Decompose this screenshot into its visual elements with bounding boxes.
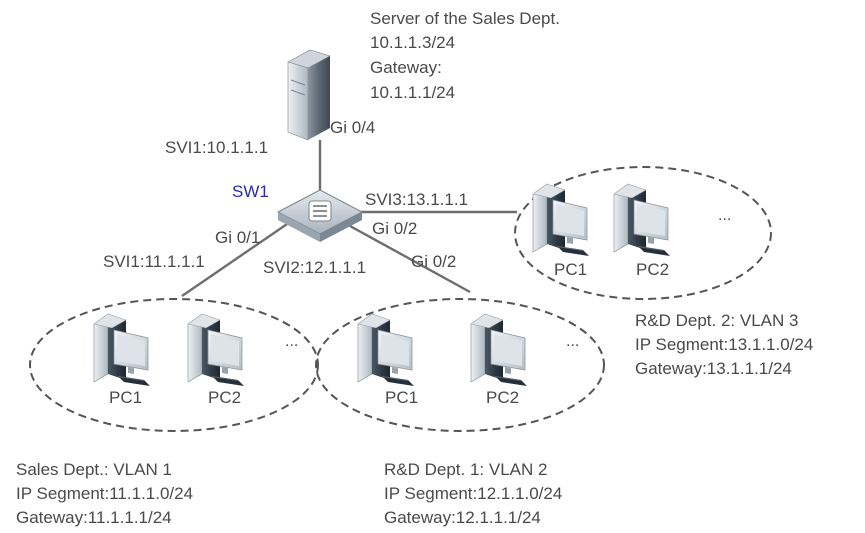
rd2-pc2-icon	[613, 183, 671, 257]
group-outlines	[29, 166, 772, 432]
server-port-label: Gi 0/4	[330, 118, 375, 137]
sales-caption-vlan: Sales Dept.: VLAN 1	[16, 460, 172, 479]
switch-name-label: SW1	[232, 182, 269, 201]
rd1-pc1-label: PC1	[385, 388, 418, 407]
sales-pc1-label: PC1	[109, 388, 142, 407]
rd1-caption-gateway: Gateway:12.1.1.1/24	[384, 508, 541, 527]
rd1-pc1-icon	[357, 313, 415, 387]
sales-pc2-icon	[187, 313, 245, 387]
server-title: Server of the Sales Dept.	[370, 9, 560, 28]
rd1-group-outline	[315, 298, 605, 432]
sales-port-label: Gi 0/1	[215, 228, 260, 247]
sales-group-outline	[29, 298, 319, 432]
rd1-more-label: ...	[566, 333, 579, 350]
rd1-pc2-label: PC2	[486, 388, 519, 407]
link-sw1-to-rd1	[349, 224, 471, 294]
sales-caption-segment: IP Segment:11.1.1.0/24	[16, 484, 193, 503]
server-ip: 10.1.1.3/24	[370, 33, 455, 52]
rd2-pc1-icon	[532, 183, 590, 257]
sales-more-label: ...	[285, 333, 298, 350]
rd2-svi-label: SVI3:13.1.1.1	[365, 190, 468, 209]
rd2-group-outline	[514, 166, 772, 300]
switch-sw1-icon	[276, 189, 364, 242]
connection-lines	[181, 140, 517, 297]
rd2-caption-segment: IP Segment:13.1.1.0/24	[635, 335, 813, 354]
server-gateway: 10.1.1.1/24	[370, 83, 455, 102]
rd2-more-label: ...	[718, 207, 731, 224]
sales-pc2-label: PC2	[208, 388, 241, 407]
rd2-pc1-label: PC1	[554, 260, 587, 279]
rd2-caption-vlan: R&D Dept. 2: VLAN 3	[635, 311, 798, 330]
rd2-port-label: Gi 0/2	[372, 219, 417, 238]
rd1-caption-segment: IP Segment:12.1.1.0/24	[384, 484, 562, 503]
server-svi-label: SVI1:10.1.1.1	[165, 138, 268, 157]
link-sw1-to-sales	[181, 221, 291, 297]
rd2-pc2-label: PC2	[636, 260, 669, 279]
server-icon	[287, 49, 331, 141]
sales-svi-label: SVI1:11.1.1.1	[103, 252, 205, 271]
server-gateway-label: Gateway:	[370, 58, 442, 77]
rd1-caption-vlan: R&D Dept. 1: VLAN 2	[384, 460, 547, 479]
sales-pc1-icon	[93, 313, 151, 387]
rd2-caption-gateway: Gateway:13.1.1.1/24	[635, 359, 792, 378]
rd1-port-label: Gi 0/2	[411, 252, 456, 271]
rd1-pc2-icon	[470, 313, 528, 387]
sales-caption-gateway: Gateway:11.1.1.1/24	[16, 508, 172, 527]
rd1-svi-label: SVI2:12.1.1.1	[263, 258, 366, 277]
